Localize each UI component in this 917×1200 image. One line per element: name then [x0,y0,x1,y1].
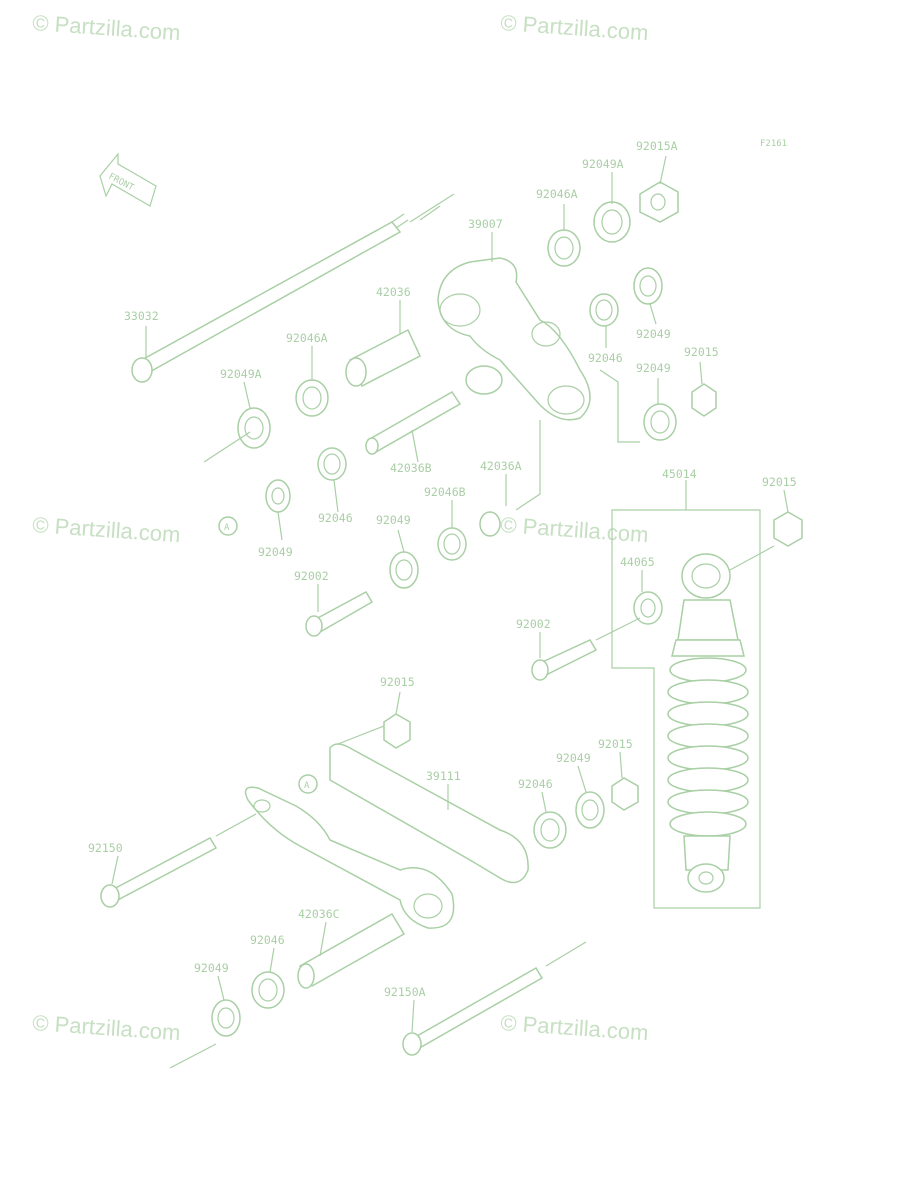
watermark-2: © Partzilla.com [500,10,650,45]
washers [211,201,677,1037]
callout-92150: 92150 [88,841,123,855]
bolt-92150 [100,813,257,908]
leader-lines [111,155,789,1069]
front-label: FRONT [107,172,136,194]
bolt-92150a [402,941,587,1056]
callout-33032: 33032 [124,309,159,323]
callout-92049-right: 92049 [636,327,671,341]
callout-92046-mid: 92046 [318,511,353,525]
tie-rod-39111 [244,743,529,929]
callout-92049-lower-right: 92049 [556,751,591,765]
ref-marker-a: A A [218,516,318,794]
callout-42036b: 42036B [390,461,432,475]
callout-92150a: 92150A [384,985,426,999]
sleeve-42036c [297,912,406,989]
watermark-5: © Partzilla.com [32,1010,182,1045]
callout-92049-left: 92049 [258,545,293,559]
callout-42036: 42036 [376,285,411,299]
callout-92049-bottom: 92049 [194,961,229,975]
watermark-1: © Partzilla.com [32,10,182,45]
callout-92002-right: 92002 [516,617,551,631]
callout-92015-right: 92015 [684,345,719,359]
bolt-92002-left [305,591,374,637]
callout-92015-shock: 92015 [762,475,797,489]
watermark-4: © Partzilla.com [500,512,650,547]
front-arrow-icon: FRONT [99,152,157,207]
callout-42036c: 42036C [298,907,340,921]
callout-92046b: 92046B [424,485,466,499]
spring-coils [667,657,749,837]
shock-45014 [611,509,775,909]
callout-42036a: 42036A [480,459,522,473]
callout-92046a-top: 92046A [536,187,578,201]
callout-92046a-left: 92046A [286,331,328,345]
rocker-arm-39007 [437,257,591,421]
figure-code: F2161 [760,139,787,149]
svg-text:A: A [304,781,310,791]
svg-text:A: A [224,523,230,533]
watermark-6: © Partzilla.com [500,1010,650,1045]
callout-92002-left: 92002 [294,569,329,583]
bearings [251,229,663,1009]
callout-39111: 39111 [426,769,461,783]
shaft-33032 [131,193,455,383]
callout-45014: 45014 [662,467,697,481]
callout-92015-lower-right: 92015 [598,737,633,751]
callout-92046-bottom: 92046 [250,933,285,947]
sleeve-42036b [365,391,462,455]
callout-92046-right: 92046 [588,351,623,365]
nuts [383,181,803,811]
sleeve-42036 [345,328,421,388]
callout-44065: 44065 [620,555,655,569]
collar-left [465,365,503,395]
callout-labels: 92015A 92049A 92046A 39007 42036 33032 9… [88,139,797,999]
callout-92049a-top: 92049A [582,157,624,171]
callout-92015a: 92015A [636,139,678,153]
callout-92049-right-lower: 92049 [636,361,671,375]
callout-92049-mid: 92049 [376,513,411,527]
callout-39007: 39007 [468,217,503,231]
callout-92046-lower-right: 92046 [518,777,553,791]
bolt-92002-right [531,617,641,681]
watermark-3: © Partzilla.com [32,512,182,547]
callout-92015-center: 92015 [380,675,415,689]
callout-92049a-left: 92049A [220,367,262,381]
